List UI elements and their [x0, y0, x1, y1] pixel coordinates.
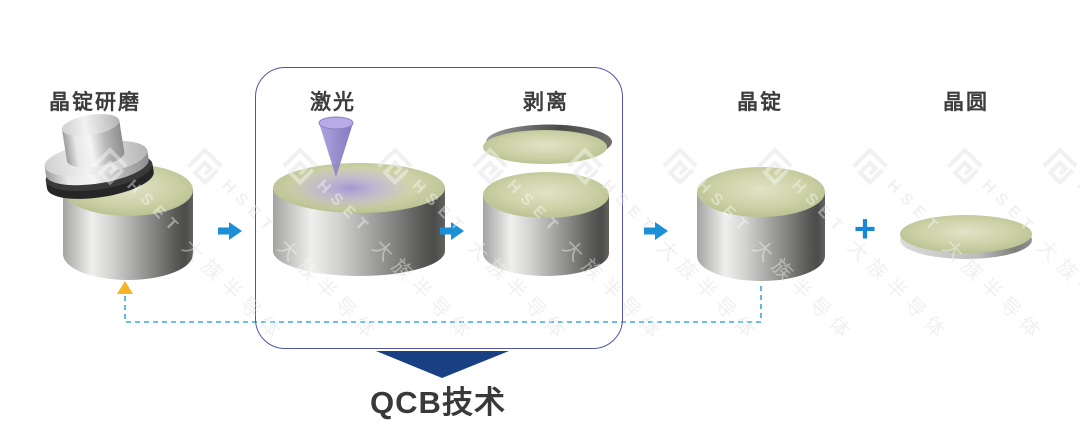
- laser-spot-glow: [288, 167, 412, 209]
- peeling-figure: [483, 124, 612, 276]
- stage-label-peeling: 剥离: [523, 91, 569, 114]
- flow-arrow-1: [218, 222, 242, 240]
- flow-arrow-2: [440, 222, 464, 240]
- stage-label-laser: 激光: [310, 91, 356, 114]
- plus-connector: +: [853, 208, 877, 251]
- laser-figure: [273, 116, 445, 276]
- flow-arrow-3: [644, 222, 668, 240]
- feedback-dashed-line: [124, 286, 762, 323]
- grinder-spindle-top: [61, 114, 120, 136]
- ingot-grinding-figure: [44, 114, 193, 280]
- stage-label-ingot: 晶锭: [737, 91, 783, 114]
- peel-cylinder-side: [483, 195, 609, 276]
- wafer-top: [900, 215, 1032, 253]
- peeled-disc-top: [483, 130, 607, 164]
- stage-label-wafer: 晶圆: [943, 91, 989, 114]
- grinder-head: [44, 114, 154, 199]
- qcb-process-box: [255, 67, 623, 349]
- wafer-figure: [900, 215, 1032, 259]
- laser-beam-cone: [319, 123, 353, 177]
- peel-cylinder-top: [483, 172, 609, 218]
- stage-label-ingot-grinding: 晶锭研磨: [49, 91, 141, 114]
- qcb-title: QCB技术: [370, 385, 506, 420]
- laser-cylinder-side: [273, 188, 445, 276]
- ingot-figure: [697, 167, 825, 281]
- laser-cone-top: [318, 116, 354, 130]
- ingot4-top: [697, 167, 825, 217]
- qcb-pointer-triangle: [376, 351, 509, 378]
- ingot4-side: [697, 192, 825, 281]
- feedback-arrow-up: [117, 281, 133, 294]
